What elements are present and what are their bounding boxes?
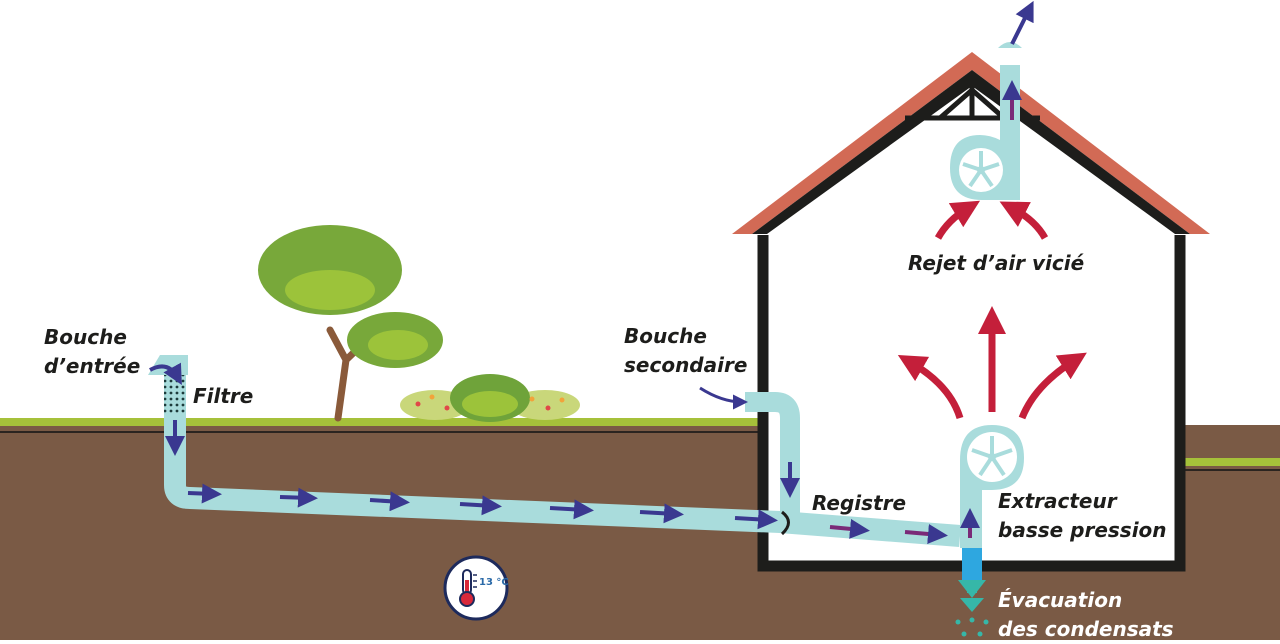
warm-air-flow <box>829 518 948 544</box>
label-bouche-secondaire: Bouche secondaire <box>624 324 748 377</box>
label-filtre: Filtre <box>193 384 254 408</box>
bush-icon <box>400 374 580 422</box>
registre-valve <box>780 510 790 536</box>
exhaust-cap <box>998 42 1022 48</box>
thermometer-value: 13 °C <box>479 577 509 588</box>
grass-strip-right <box>1180 458 1280 466</box>
grass-strip <box>0 418 765 426</box>
filter-icon <box>164 375 186 413</box>
label-bouche-entree: Bouche d’entrée <box>44 325 141 378</box>
inlet-cap <box>148 355 188 413</box>
exhaust-arrow <box>1010 0 1034 45</box>
tree-icon <box>258 225 443 422</box>
condensate-drain <box>955 548 989 637</box>
air-flow-arrow-icon <box>897 200 1087 420</box>
inlet-arrow <box>149 362 182 385</box>
secondary-inlet-arrow <box>699 386 748 410</box>
water-drop-icon <box>955 617 989 637</box>
label-extracteur: Extracteur basse pression <box>998 489 1167 542</box>
label-rejet: Rejet d’air vicié <box>908 251 1085 275</box>
fan-icon <box>950 135 1020 200</box>
label-registre: Registre <box>812 491 907 515</box>
label-evacuation: Évacuation des condensats <box>998 588 1174 641</box>
thermometer-icon <box>443 555 509 621</box>
fresh-air-flow <box>165 420 800 530</box>
